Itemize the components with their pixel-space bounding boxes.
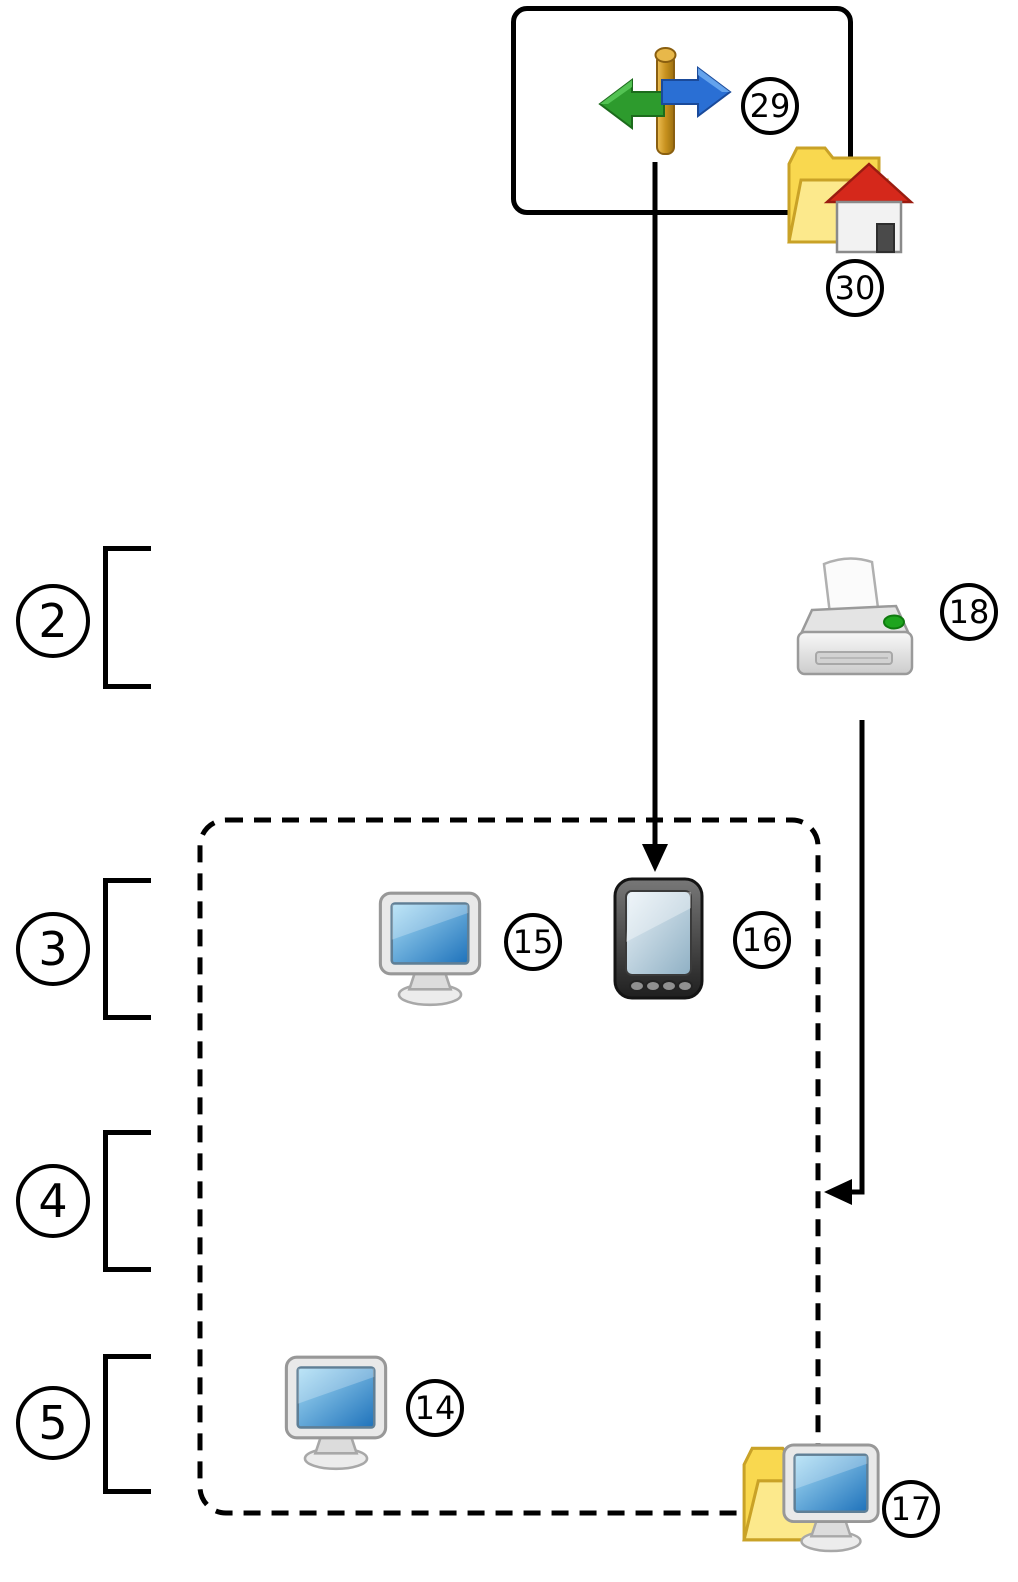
- monitor-icon-15: [372, 888, 488, 1014]
- node-label-15: 15: [504, 913, 562, 971]
- folder-monitor-icon: [736, 1424, 888, 1564]
- monitor-icon-front: [776, 1440, 886, 1556]
- row-label-3: 3: [16, 912, 90, 986]
- pda-icon: [606, 876, 711, 1005]
- node-label-16: 16: [733, 911, 791, 969]
- node-label-30: 30: [826, 259, 884, 317]
- signpost-icon: [590, 42, 740, 171]
- row-label-4: 4: [16, 1164, 90, 1238]
- row-label-5: 5: [16, 1386, 90, 1460]
- bracket-row-5: [103, 1354, 151, 1494]
- home-folder-icon: [783, 128, 918, 267]
- node-label-17: 17: [882, 1480, 940, 1538]
- arrowhead-left: [824, 1179, 852, 1205]
- bracket-row-2: [103, 546, 151, 689]
- row-label-2: 2: [16, 584, 90, 658]
- printer-icon: [788, 552, 928, 694]
- solid-box-region: [511, 6, 853, 215]
- arrow-printer-to-region: [848, 720, 865, 1195]
- node-label-14: 14: [406, 1379, 464, 1437]
- bracket-row-4: [103, 1130, 151, 1272]
- arrowhead-down: [642, 844, 668, 872]
- monitor-icon-14: [278, 1352, 394, 1478]
- node-label-29: 29: [741, 77, 799, 135]
- bracket-row-3: [103, 878, 151, 1020]
- node-label-18: 18: [940, 583, 998, 641]
